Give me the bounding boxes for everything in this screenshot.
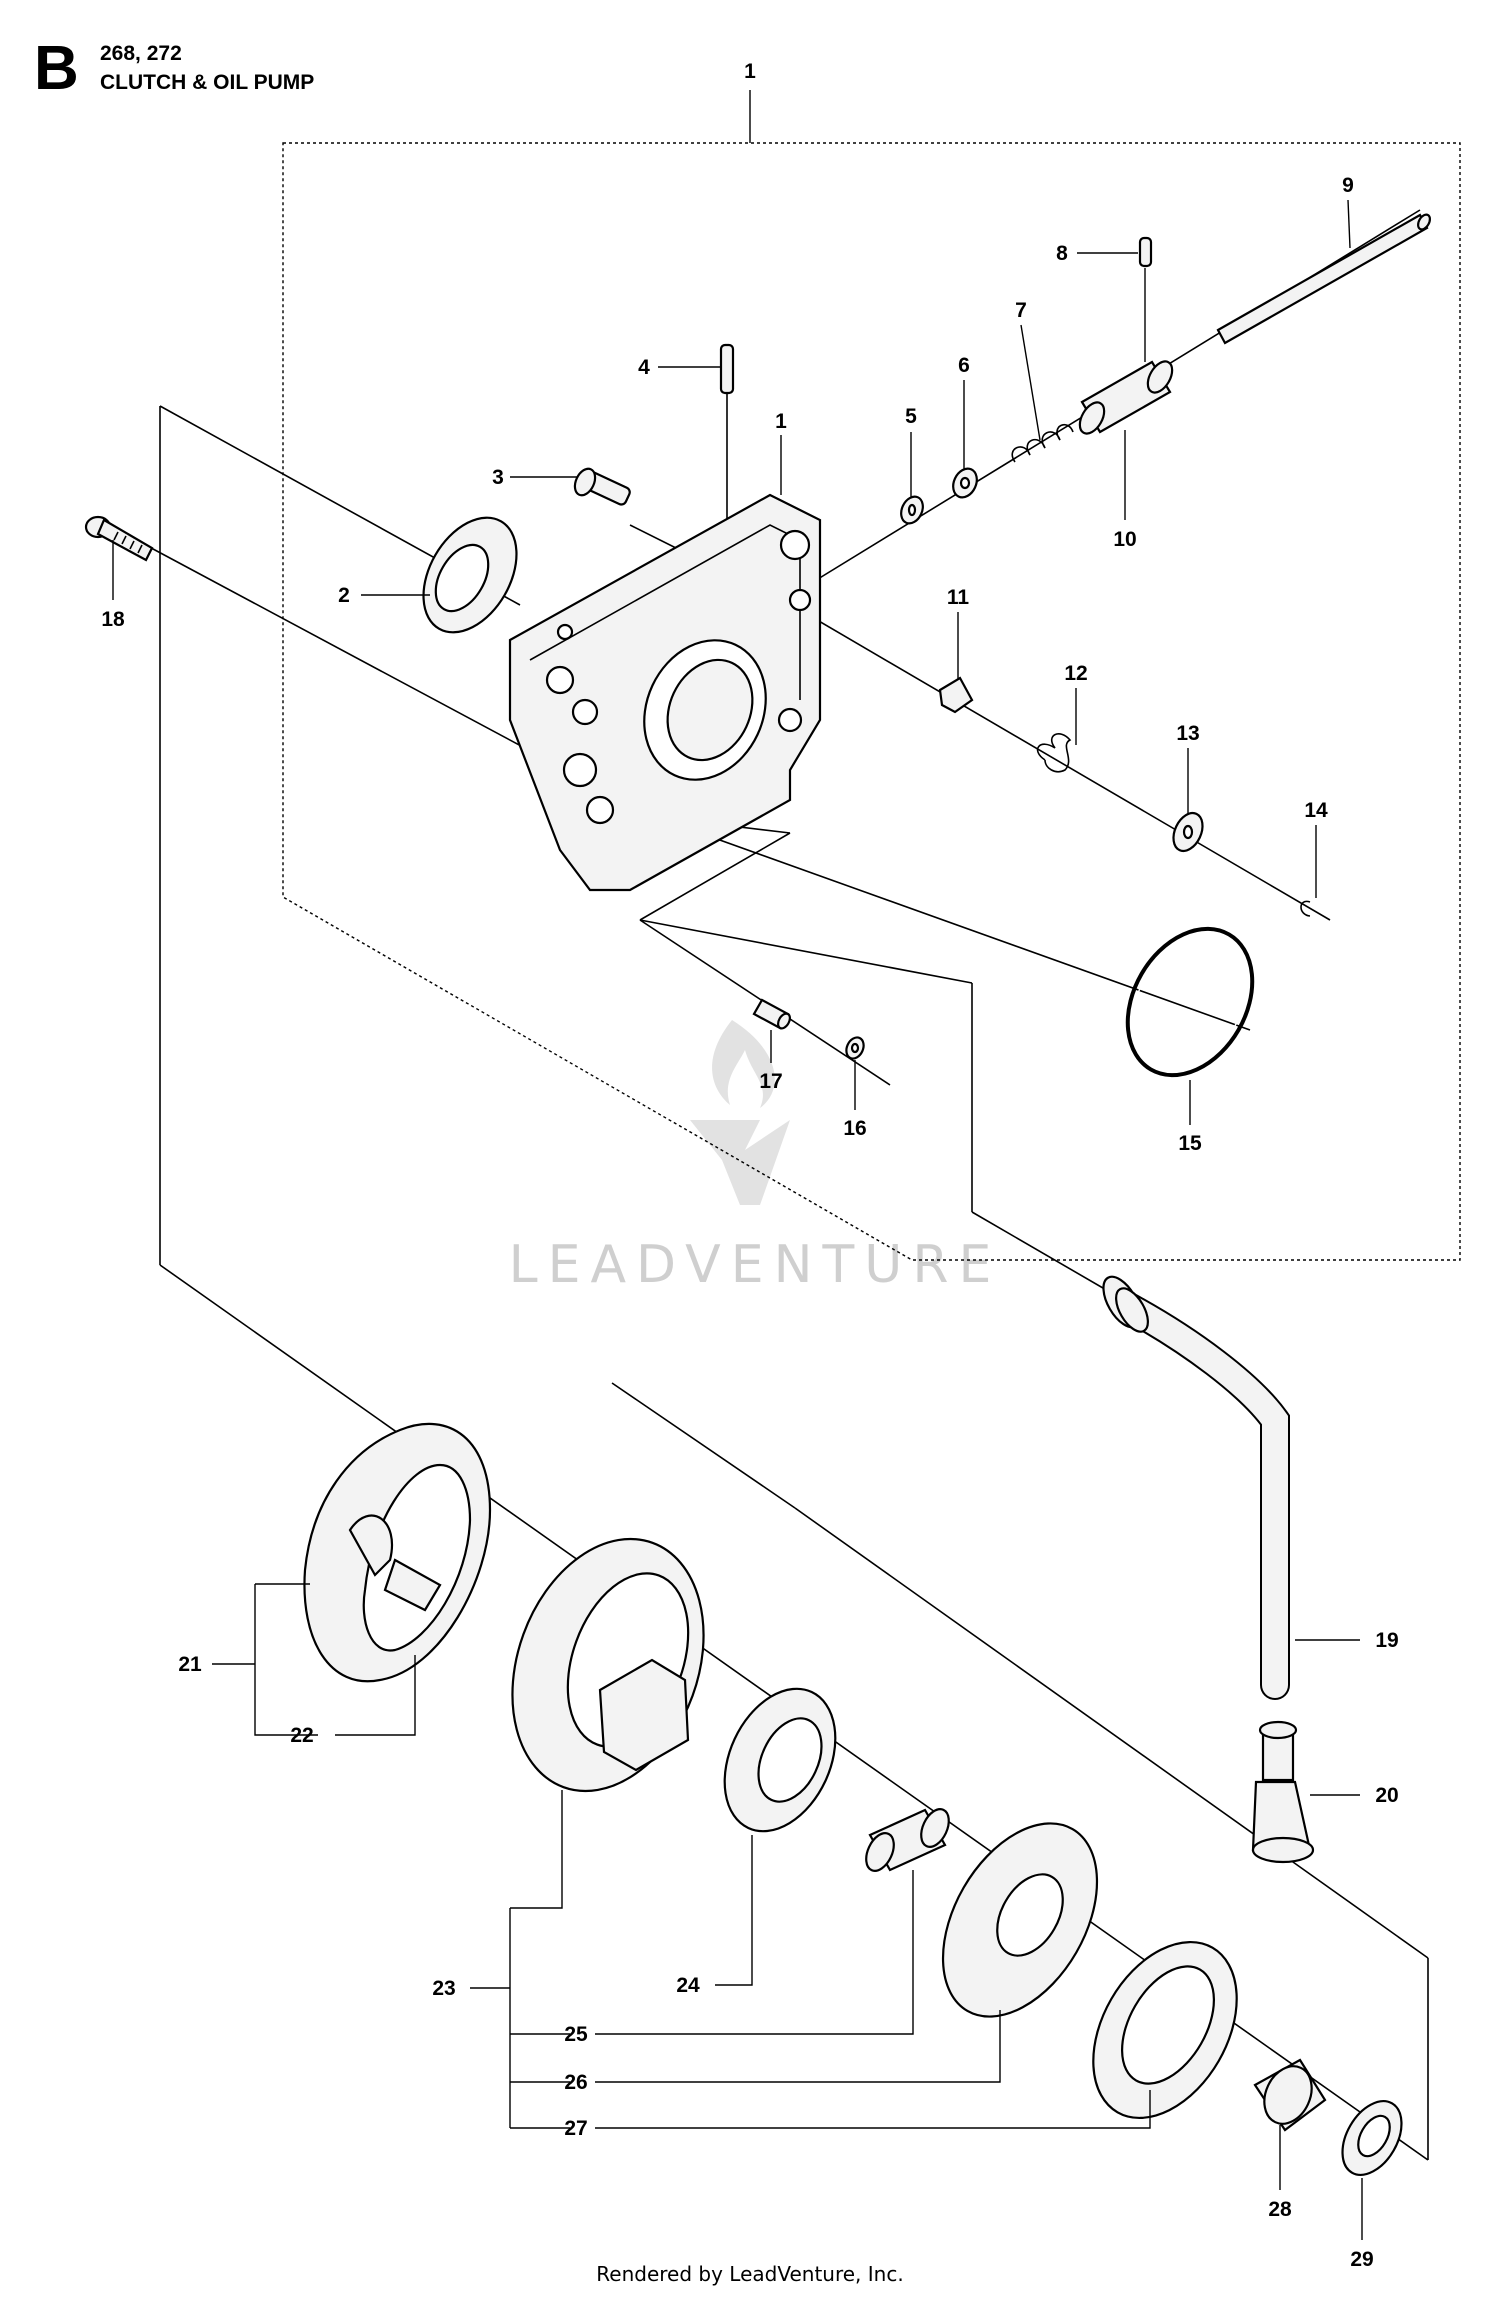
callout-27: 27 bbox=[564, 2117, 587, 2140]
callout-20: 20 bbox=[1375, 1784, 1398, 1807]
part-small-washer bbox=[1341, 2100, 1403, 2176]
part-washer-13 bbox=[1172, 811, 1204, 853]
part-small-pin bbox=[1138, 236, 1153, 268]
part-cam bbox=[938, 676, 974, 714]
watermark: LEADVENTURE bbox=[509, 1020, 1002, 1295]
part-pump-housing bbox=[508, 493, 822, 892]
callout-12: 12 bbox=[1064, 662, 1087, 685]
callout-6: 6 bbox=[958, 354, 970, 377]
callout-7: 7 bbox=[1015, 299, 1027, 322]
part-circlip bbox=[1300, 900, 1311, 917]
callout-23: 23 bbox=[432, 1977, 455, 2000]
callout-21: 21 bbox=[178, 1653, 202, 1676]
part-needle-bearing bbox=[865, 1808, 950, 1872]
part-oil-seal bbox=[422, 516, 518, 634]
part-bolt bbox=[84, 515, 154, 562]
assembly-boundary bbox=[282, 142, 1461, 1261]
footer-credit: Rendered by LeadVenture, Inc. bbox=[596, 2262, 904, 2286]
callout-16: 16 bbox=[843, 1117, 866, 1140]
model-numbers: 268, 272 bbox=[100, 42, 182, 65]
callout-5: 5 bbox=[905, 405, 917, 428]
callout-22: 22 bbox=[290, 1724, 313, 1747]
callout-15: 15 bbox=[1178, 1132, 1202, 1155]
callout-2: 2 bbox=[338, 584, 350, 607]
callout-10: 10 bbox=[1113, 528, 1136, 551]
callout-28: 28 bbox=[1268, 2198, 1292, 2221]
callout-13: 13 bbox=[1176, 722, 1199, 745]
part-spring-clip bbox=[1036, 733, 1072, 773]
watermark-text: LEADVENTURE bbox=[509, 1235, 1002, 1295]
callout-29: 29 bbox=[1350, 2248, 1373, 2271]
part-rim-sprocket bbox=[723, 1687, 837, 1833]
section-letter: B bbox=[34, 34, 79, 103]
callout-24: 24 bbox=[676, 1974, 700, 1997]
part-o-ring bbox=[1125, 926, 1255, 1078]
part-washers-5-6 bbox=[900, 467, 978, 525]
callout-1-top: 1 bbox=[744, 60, 756, 83]
callout-labels: 1 1 2 3 4 5 6 7 8 9 10 11 12 13 14 15 16… bbox=[101, 60, 1398, 2271]
callout-1: 1 bbox=[775, 410, 787, 433]
leader-lines bbox=[112, 90, 1363, 2240]
part-pump-spring bbox=[1011, 423, 1074, 463]
part-pump-piston bbox=[1078, 360, 1174, 435]
callout-9: 9 bbox=[1342, 174, 1354, 197]
part-clutch-shoes bbox=[303, 1422, 492, 1683]
part-oil-filter bbox=[1251, 1720, 1315, 1864]
part-oil-pipe bbox=[1102, 1275, 1290, 1700]
callout-11: 11 bbox=[947, 586, 970, 609]
part-sleeve bbox=[752, 998, 791, 1030]
callout-25: 25 bbox=[564, 2023, 588, 2046]
part-washer-16 bbox=[845, 1036, 865, 1060]
part-drum-cover bbox=[941, 1822, 1099, 2018]
part-pump-shaft bbox=[1216, 213, 1431, 345]
callout-18: 18 bbox=[101, 608, 125, 631]
part-clutch-nut bbox=[1253, 2058, 1327, 2132]
part-clutch-drum bbox=[511, 1537, 705, 1793]
diagram-title: CLUTCH & OIL PUMP bbox=[100, 71, 315, 94]
callout-3: 3 bbox=[492, 466, 504, 489]
callout-17: 17 bbox=[759, 1070, 782, 1093]
part-adjuster-screw bbox=[573, 467, 631, 506]
callout-26: 26 bbox=[564, 2071, 587, 2094]
callout-4: 4 bbox=[638, 356, 650, 379]
callout-14: 14 bbox=[1304, 799, 1328, 822]
part-large-washer bbox=[1092, 1940, 1238, 2120]
part-pin bbox=[719, 343, 735, 395]
callout-19: 19 bbox=[1375, 1629, 1398, 1652]
callout-8: 8 bbox=[1056, 242, 1068, 265]
